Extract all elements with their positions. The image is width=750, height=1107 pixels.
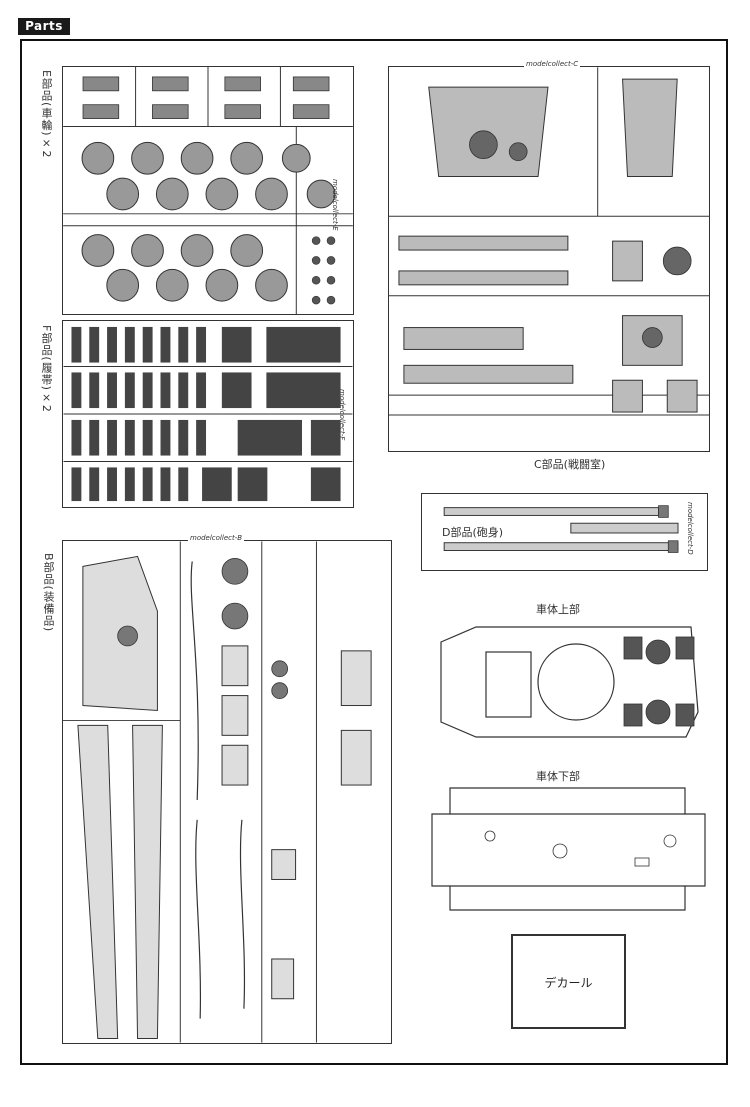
sprue-b-brand: modelcollect-B (188, 534, 245, 542)
sprue-f-label: F部品(履帯)×2 (40, 325, 53, 413)
upper-hull-part (436, 622, 701, 742)
sprue-c-fighting-compartment: modelcollect-C (388, 60, 710, 452)
parts-section-tag: Parts (18, 18, 70, 35)
sprue-e-drawing (63, 67, 353, 314)
sprue-f-brand: modelcollect-F (338, 389, 346, 441)
sprue-d-barrel: D部品(砲身) modelcollect-D (421, 493, 708, 571)
parts-frame (20, 39, 728, 1065)
sprue-c-drawing (389, 67, 709, 416)
lower-hull-drawing (431, 787, 706, 911)
sprue-e-label: E部品(車輪)×2 (40, 70, 53, 159)
sprue-b-equipment: modelcollect-B (62, 534, 392, 1044)
sprue-b-drawing (63, 541, 372, 1043)
sprue-d-label: D部品(砲身) (442, 526, 504, 539)
sprue-d-drawing (443, 505, 679, 553)
sprue-b-label: B部品(装備品) (42, 553, 55, 633)
upper-hull-label: 車体上部 (536, 603, 580, 616)
sprue-f-drawing (63, 326, 353, 502)
upper-hull-drawing (440, 626, 699, 738)
sprue-f-tracks: modelcollect-F (62, 320, 354, 508)
sprue-e-wheels: modelcollect-E (62, 66, 354, 315)
lower-hull-part (430, 786, 707, 912)
decal-sheet: デカール (511, 934, 626, 1029)
sprue-c-label: C部品(戦闘室) (534, 458, 606, 471)
sprue-c-brand: modelcollect-C (524, 60, 581, 68)
sprue-e-brand: modelcollect-E (331, 179, 339, 231)
sprue-d-brand: modelcollect-D (686, 502, 694, 555)
decal-label: デカール (544, 976, 593, 990)
lower-hull-label: 車体下部 (536, 770, 580, 783)
